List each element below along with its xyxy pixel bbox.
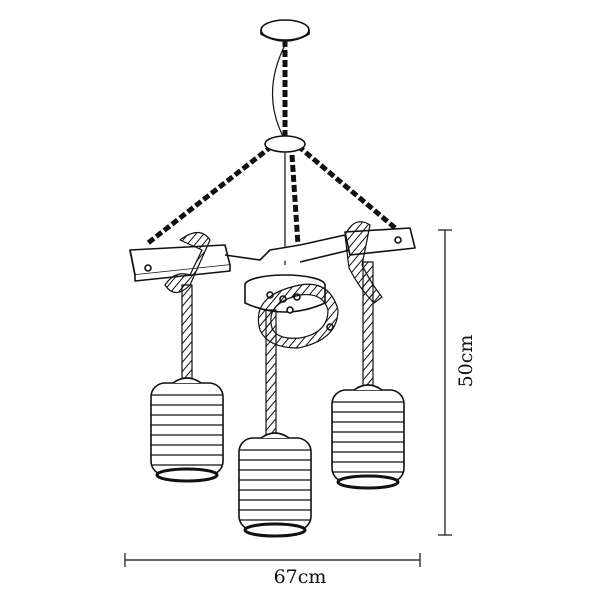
height-label: 50cm	[455, 334, 477, 388]
lamp-right	[330, 383, 406, 490]
ceiling-canopy	[260, 19, 310, 42]
lamp-left	[149, 376, 225, 483]
chains	[146, 40, 402, 246]
ropes	[164, 221, 383, 436]
lamp-center	[237, 431, 313, 538]
top-hub	[264, 135, 306, 153]
width-label: 67cm	[273, 566, 327, 588]
width-dimension-line	[124, 553, 421, 567]
height-dimension-line	[438, 229, 452, 536]
